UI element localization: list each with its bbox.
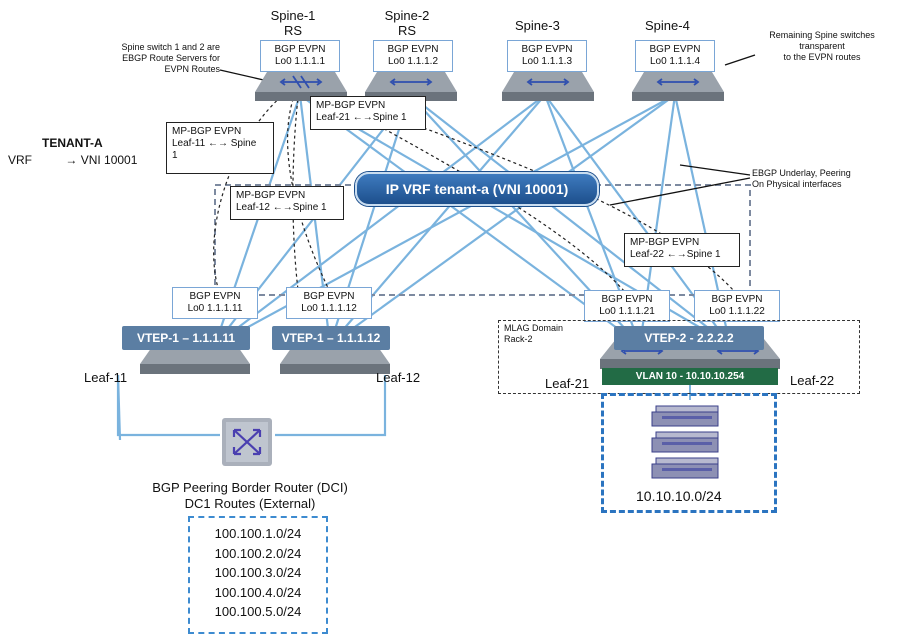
rack-subnet: 10.10.10.0/24 <box>636 488 722 504</box>
spine-2-lo: Lo0 1.1.1.2 <box>387 56 439 67</box>
spine-1-switch-icon <box>255 70 347 107</box>
tenant-vrf-line: VRF → VNI 10001 <box>8 153 137 167</box>
tenant-arrow-icon: → <box>65 153 78 167</box>
mp-bgp-title: MP-BGP EVPN <box>316 100 386 111</box>
vtep-2: VTEP-2 - 2.2.2.2 <box>614 326 764 350</box>
leaf-12-bgp: BGP EVPN <box>303 291 355 302</box>
mp-bgp-peer-cont: 1 <box>172 150 178 161</box>
vrf-dashed-path <box>214 184 751 296</box>
spine-4-lo: Lo0 1.1.1.4 <box>649 56 701 67</box>
route-item: 100.100.5.0/24 <box>214 604 302 619</box>
mlag-line: MLAG Domain <box>504 323 564 333</box>
mp-bgp-peer: Leaf-11 ←→ Spine <box>172 138 257 149</box>
route-item: 100.100.3.0/24 <box>214 565 302 580</box>
mlag-line: Rack-2 <box>504 334 533 344</box>
border-router-line: BGP Peering Border Router (DCI) <box>152 480 348 495</box>
mp-bgp-leaf21-box: MP-BGP EVPN Leaf-21 ←→Spine 1 <box>310 96 426 130</box>
leaf-12-label: Leaf-12 <box>376 370 421 385</box>
leaf-21-label: Leaf-21 <box>545 376 590 391</box>
leaf-11-lo: Lo0 1.1.1.11 <box>187 303 243 314</box>
border-router-line: DC1 Routes (External) <box>184 496 316 511</box>
mp-bgp-leaf12-box: MP-BGP EVPN Leaf-12 ←→Spine 1 <box>230 186 344 220</box>
route-item: 100.100.1.0/24 <box>214 526 302 541</box>
note-line: On Physical interfaces <box>752 179 842 189</box>
note-line: Spine switch 1 and 2 are <box>121 42 220 52</box>
spine-2-title: Spine-2 RS <box>376 8 438 38</box>
note-line: EVPN Routes <box>164 64 220 74</box>
leaf-22-bgp: BGP EVPN <box>711 294 763 305</box>
vtep-1-leaf12: VTEP-1 – 1.1.1.12 <box>272 326 390 350</box>
ip-vrf-pill: IP VRF tenant-a (VNI 10001) <box>355 172 599 206</box>
leaf-11-label: Leaf-11 <box>84 370 128 385</box>
mp-bgp-peer: Leaf-22 ←→Spine 1 <box>630 249 721 260</box>
note-line: EBGP Underlay, Peering <box>752 168 851 178</box>
spine-3-bgp: BGP EVPN <box>521 44 573 55</box>
remaining-spines-note: Remaining Spine switches transparent to … <box>752 30 892 63</box>
external-routes-box: 100.100.1.0/24 100.100.2.0/24 100.100.3.… <box>188 516 328 634</box>
rack-2-server-box <box>601 393 777 513</box>
leaf-22-lo: Lo0 1.1.1.22 <box>709 306 765 317</box>
route-item: 100.100.4.0/24 <box>214 584 302 600</box>
spine-1-title: Spine-1 RS <box>262 8 324 38</box>
mp-bgp-title: MP-BGP EVPN <box>630 237 700 248</box>
spine-2-bgp: BGP EVPN <box>387 44 439 55</box>
leaf-21-lo: Lo0 1.1.1.21 <box>599 306 655 317</box>
leaf-21-bgp: BGP EVPN <box>601 294 653 305</box>
leaf-11-bgp: BGP EVPN <box>189 291 241 302</box>
spine-4-switch-icon <box>632 70 724 107</box>
border-router-label: BGP Peering Border Router (DCI) DC1 Rout… <box>130 480 370 512</box>
note-line: transparent <box>799 41 845 51</box>
mp-bgp-leaf11-box: MP-BGP EVPN Leaf-11 ←→ Spine 1 <box>166 122 274 174</box>
note-line: EBGP Route Servers for <box>122 53 220 63</box>
mp-bgp-peer: Leaf-12 ←→Spine 1 <box>236 202 327 213</box>
spine-4-bgp: BGP EVPN <box>649 44 701 55</box>
note-line: to the EVPN routes <box>783 52 861 62</box>
mp-bgp-title: MP-BGP EVPN <box>172 126 242 137</box>
route-item: 100.100.2.0/24 <box>214 545 302 561</box>
tenant-title: TENANT-A <box>42 136 103 150</box>
spine-2-name: Spine-2 <box>384 8 430 23</box>
spine-1-lo: Lo0 1.1.1.1 <box>274 56 326 67</box>
vlan-bar: VLAN 10 - 10.10.10.254 <box>602 368 778 385</box>
mp-bgp-title: MP-BGP EVPN <box>236 190 306 201</box>
spine-2-role: RS <box>397 23 417 38</box>
ebgp-underlay-note: EBGP Underlay, Peering On Physical inter… <box>752 168 882 190</box>
leaf-22-label: Leaf-22 <box>790 373 835 388</box>
leaf-12-lo: Lo0 1.1.1.12 <box>301 303 357 314</box>
spine-3-lo: Lo0 1.1.1.3 <box>521 56 573 67</box>
tenant-vni: VNI 10001 <box>80 153 138 167</box>
spine-1-bgp: BGP EVPN <box>274 44 326 55</box>
spine-3-title: Spine-3 <box>515 18 560 33</box>
spine-4-title: Spine-4 <box>645 18 690 33</box>
mlag-label: MLAG Domain Rack-2 <box>504 323 563 345</box>
tenant-vrf: VRF <box>8 153 32 167</box>
spine-1-role: RS <box>283 23 303 38</box>
server-stack-icon <box>648 404 728 485</box>
mp-bgp-peer: Leaf-21 ←→Spine 1 <box>316 112 407 123</box>
border-router-icon <box>220 416 274 473</box>
note-line: Remaining Spine switches <box>769 30 875 40</box>
mp-bgp-leaf22-box: MP-BGP EVPN Leaf-22 ←→Spine 1 <box>624 233 740 267</box>
vtep-1-leaf11: VTEP-1 – 1.1.1.11 <box>122 326 250 350</box>
spine-3-switch-icon <box>502 70 594 107</box>
spine-1-name: Spine-1 <box>270 8 316 23</box>
route-server-note: Spine switch 1 and 2 are EBGP Route Serv… <box>98 42 220 75</box>
